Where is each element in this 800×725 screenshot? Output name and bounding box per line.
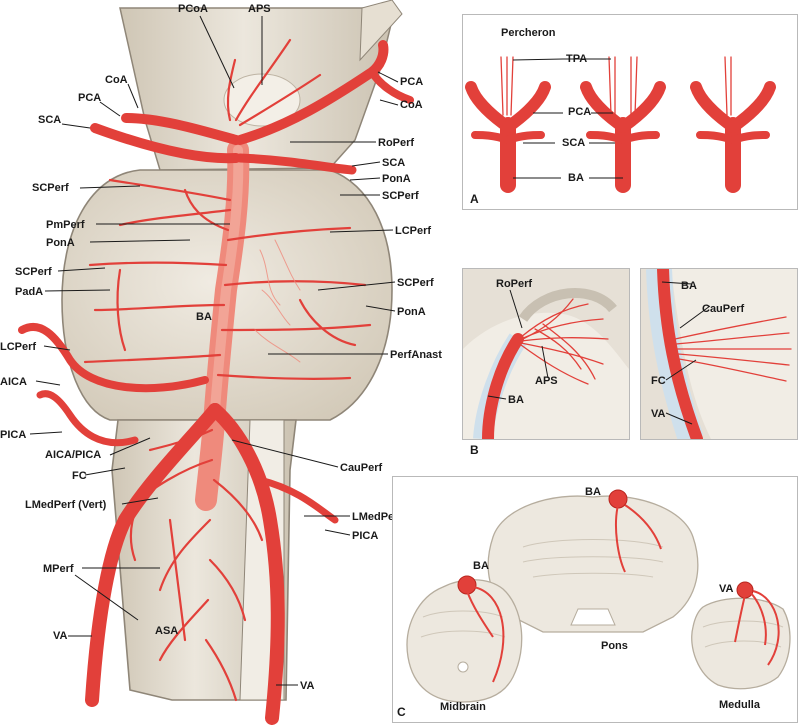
panel-a-tpa: TPA xyxy=(566,53,588,65)
label-pica-left: PICA xyxy=(0,429,27,441)
brainstem-illustration xyxy=(18,0,414,725)
label-aica-pica: AICA/PICA xyxy=(45,449,102,461)
aica-left xyxy=(18,322,209,393)
label-sca-left: SCA xyxy=(38,114,62,126)
panel-a-ba: BA xyxy=(568,172,584,184)
label-aica: AICA xyxy=(0,376,27,388)
panel-c-ba-midbrain: BA xyxy=(473,560,489,572)
label-scperf-left1: SCPerf xyxy=(32,182,69,194)
bilateral-variant xyxy=(580,56,666,193)
label-pona-right1: PonA xyxy=(382,173,411,185)
optic-tract xyxy=(359,0,403,62)
label-mperf: MPerf xyxy=(43,563,74,575)
perforator-branches xyxy=(83,38,372,702)
basilar-artery-core xyxy=(210,145,244,415)
label-lcperf-right: LCPerf xyxy=(395,225,432,237)
label-scperf-left2: SCPerf xyxy=(15,266,52,278)
panel-c-midbrain: Midbrain xyxy=(440,701,486,713)
label-perfanast: PerfAnast xyxy=(390,349,442,361)
medulla-section xyxy=(691,581,791,690)
label-cauperf: CauPerf xyxy=(340,462,383,474)
pca-left xyxy=(121,113,241,145)
label-pcoa-top: PCoA xyxy=(178,3,208,15)
panel-b-roperf: RoPerf xyxy=(496,278,533,290)
label-pca-right: PCA xyxy=(400,76,424,88)
percheron-variant xyxy=(465,56,551,193)
panel-b-ba-left: BA xyxy=(508,394,524,406)
pca-far-right xyxy=(368,68,414,104)
unilateral-variant xyxy=(690,56,776,193)
label-scperf-right2: SCPerf xyxy=(397,277,434,289)
midbrain-section xyxy=(406,575,523,703)
label-fc: FC xyxy=(72,470,87,482)
panel-c-letter: C xyxy=(397,705,406,719)
panel-c-va-medulla: VA xyxy=(719,583,734,595)
panel-c-medulla: Medulla xyxy=(719,699,760,711)
panel-a-pca: PCA xyxy=(568,106,592,118)
vertebral-artery-right xyxy=(208,403,285,725)
label-ba-main: BA xyxy=(196,311,212,323)
label-pca-left: PCA xyxy=(78,92,102,104)
label-pada: PadA xyxy=(15,286,44,298)
ba-vessel-b-left xyxy=(482,333,524,439)
label-va-right: VA xyxy=(300,680,315,692)
panel-c-ba-pons: BA xyxy=(585,486,601,498)
panel-b-letter: B xyxy=(470,443,479,457)
label-asa: ASA xyxy=(155,625,179,637)
sca-right xyxy=(235,153,357,175)
vertebral-artery-left xyxy=(85,403,222,707)
label-pona-right2: PonA xyxy=(397,306,426,318)
panel-b-fc: FC xyxy=(651,375,666,387)
label-lcperf-left: LCPerf xyxy=(0,341,37,353)
panel-b-left-diagram xyxy=(463,269,629,439)
label-lmedperf-vert: LMedPerf (Vert) xyxy=(25,499,107,511)
label-pmperf: PmPerf xyxy=(46,219,85,231)
panel-a-sca: SCA xyxy=(562,137,586,149)
artery-branch-diagram xyxy=(465,56,776,193)
pica-right xyxy=(256,476,339,524)
pons-section xyxy=(487,489,699,633)
label-aps-top: APS xyxy=(248,3,271,15)
label-va-left: VA xyxy=(53,630,68,642)
panel-b-va: VA xyxy=(651,408,666,420)
panel-b-cauperf: CauPerf xyxy=(702,303,745,315)
panel-b-ba-right: BA xyxy=(681,280,697,292)
perforator-anastomoses xyxy=(254,239,301,363)
label-coa-left: CoA xyxy=(105,74,128,86)
sca-left xyxy=(90,123,241,164)
cross-section-diagram xyxy=(406,489,791,703)
label-pona-left: PonA xyxy=(46,237,75,249)
panel-a-title: Percheron xyxy=(501,27,556,39)
pca-right xyxy=(235,40,389,145)
label-pica-right: PICA xyxy=(352,530,379,542)
label-coa-right: CoA xyxy=(400,99,423,111)
label-sca-right: SCA xyxy=(382,157,406,169)
label-roperf: RoPerf xyxy=(378,137,415,149)
panel-a-letter: A xyxy=(470,192,479,206)
panel-c-pons: Pons xyxy=(601,640,628,652)
panel-b-aps: APS xyxy=(535,375,558,387)
label-scperf-right1: SCPerf xyxy=(382,190,419,202)
